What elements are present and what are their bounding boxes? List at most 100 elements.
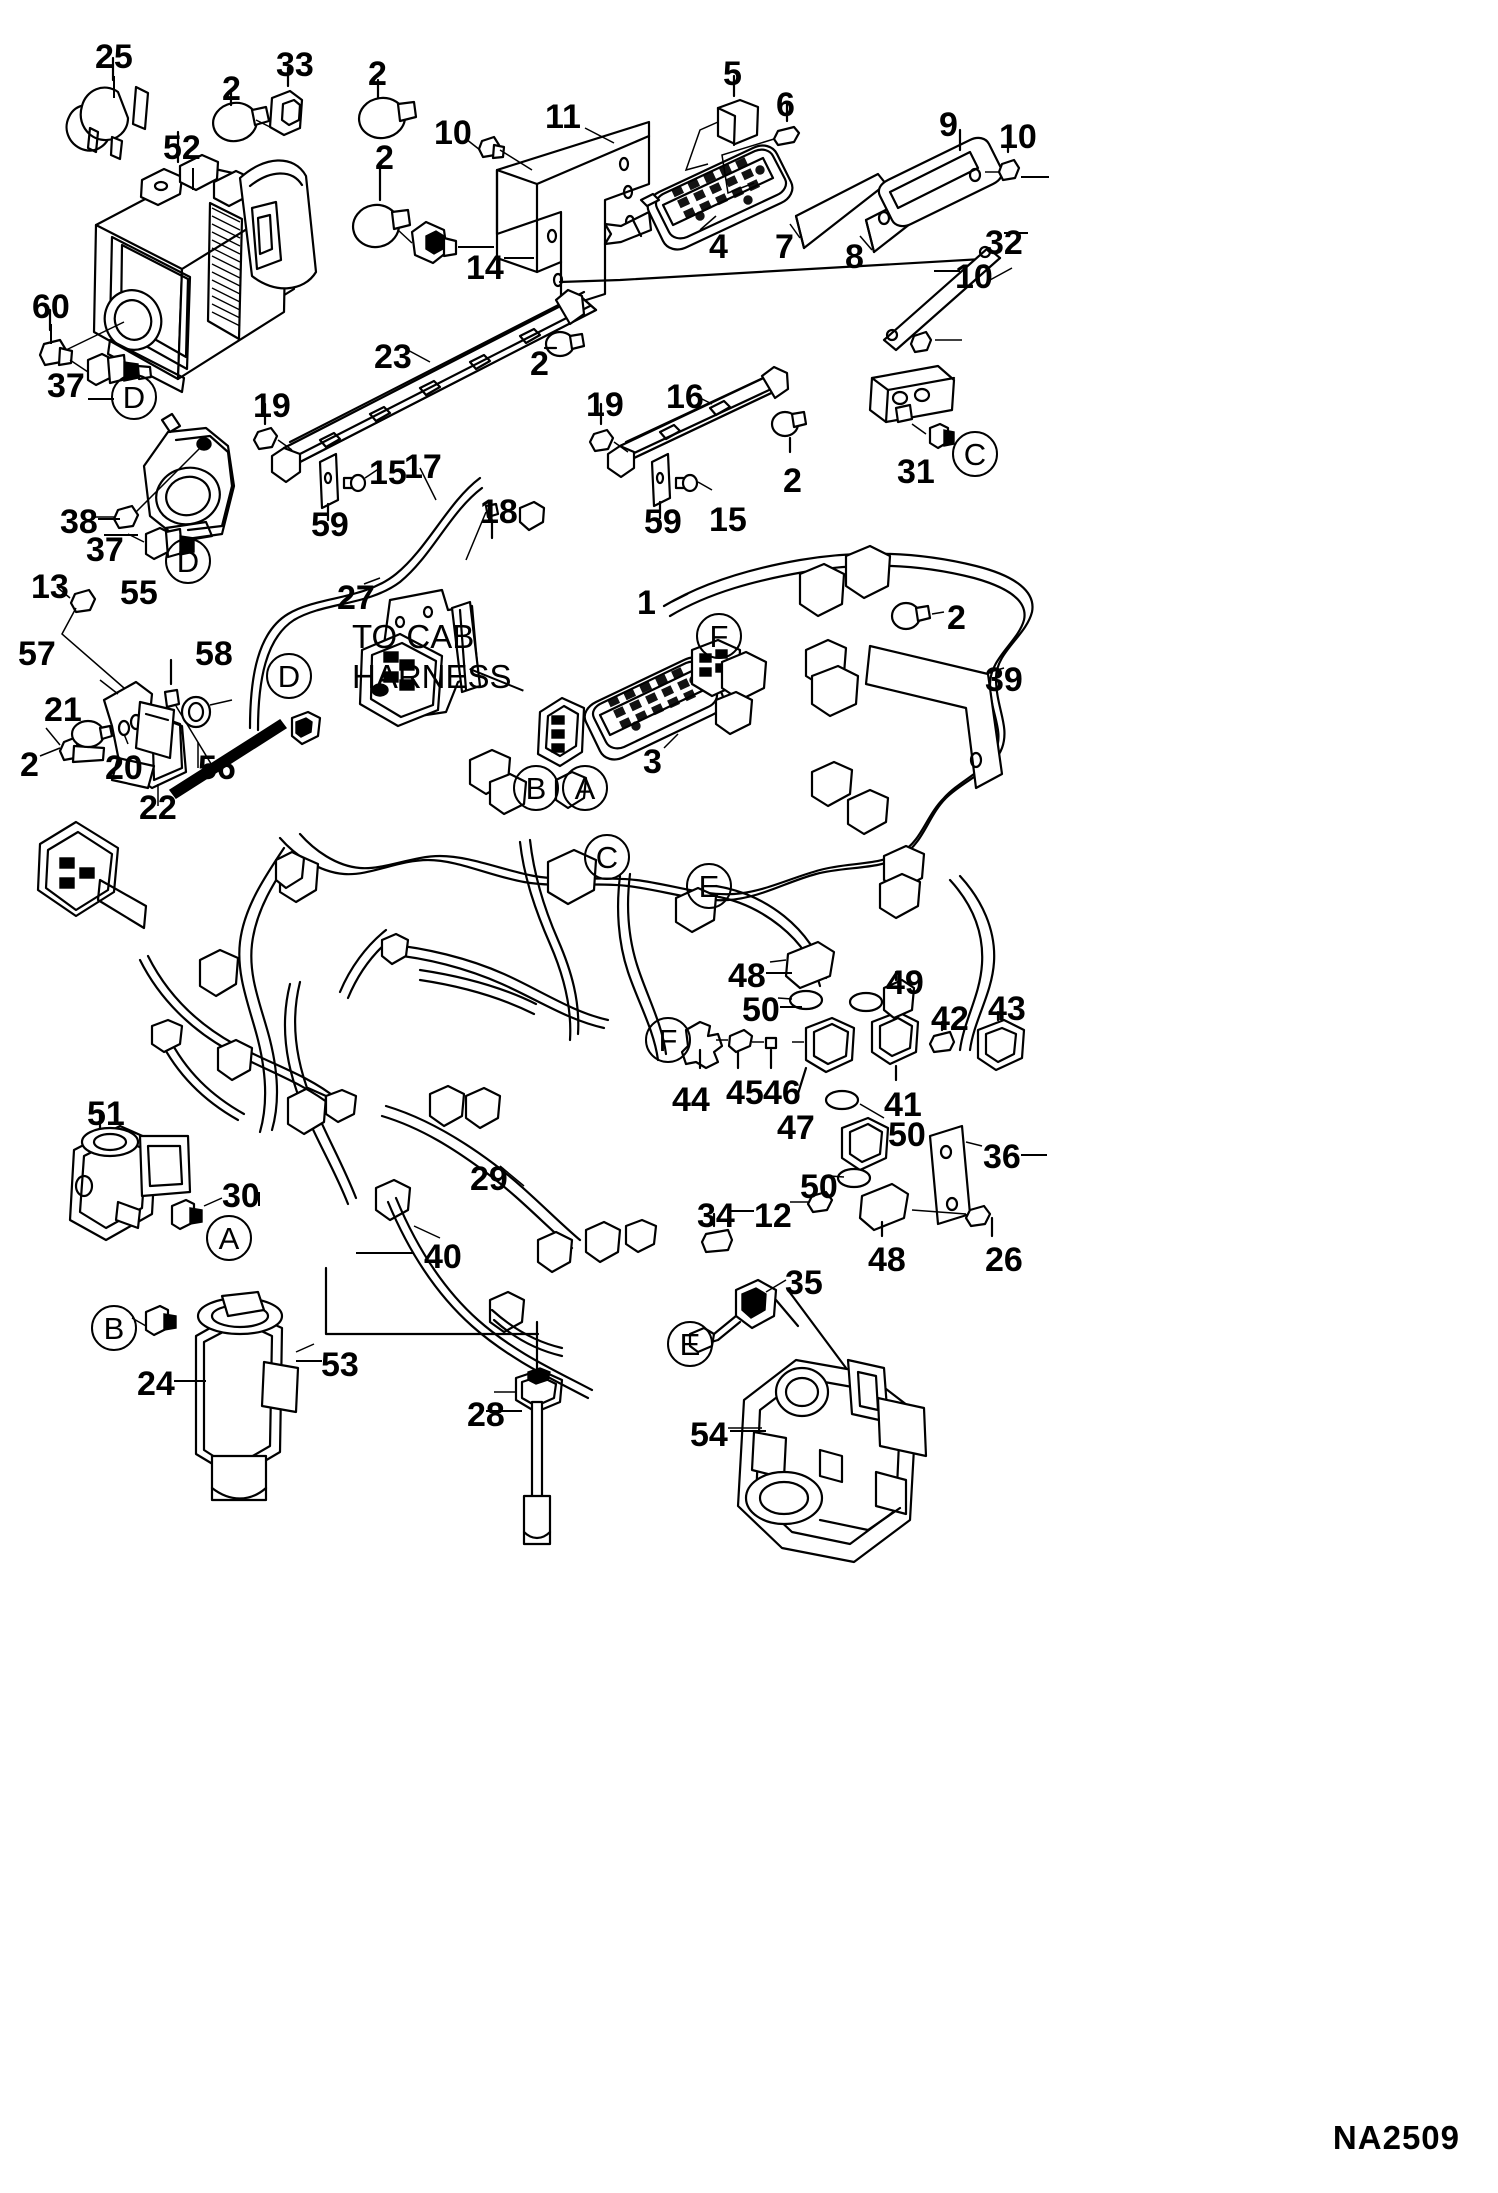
ref-letter: A [218, 1220, 240, 1256]
callout-33: 33 [276, 46, 314, 84]
callout-50-b: 50 [888, 1116, 926, 1154]
callout-24: 24 [137, 1365, 175, 1403]
note-line-1: TO CAB [352, 618, 475, 655]
callout-1: 1 [637, 584, 656, 622]
callout-21: 21 [44, 691, 82, 729]
callout-60: 60 [32, 288, 70, 326]
ref-circle-A-2: A [206, 1215, 252, 1261]
callout-4: 4 [709, 228, 728, 266]
leader-30 [258, 1192, 260, 1206]
ref-circle-E-1: E [686, 863, 732, 909]
callout-11: 11 [545, 98, 581, 136]
callout-19-a: 19 [253, 387, 291, 425]
callout-26: 26 [985, 1241, 1023, 1279]
callout-53: 53 [321, 1346, 359, 1384]
callout-2-a: 2 [222, 70, 241, 108]
part-9-panel-cover [877, 128, 1021, 228]
callout-34: 34 [697, 1197, 735, 1235]
callout-15-a: 15 [369, 454, 407, 492]
callout-44: 44 [672, 1081, 710, 1119]
callout-17: 17 [404, 448, 442, 486]
callout-2-c: 2 [375, 139, 394, 177]
ref-letter: E [679, 1326, 701, 1362]
part-23-rail [252, 288, 598, 522]
part-20-22-56 [39, 700, 288, 806]
callout-49: 49 [886, 964, 924, 1002]
callout-30: 30 [222, 1177, 260, 1215]
callout-8: 8 [845, 238, 864, 276]
part-57-bolt [45, 727, 106, 764]
callout-50-a: 50 [742, 991, 780, 1029]
callout-58: 58 [195, 635, 233, 673]
callout-37-a: 37 [47, 367, 85, 405]
callout-10-b: 10 [999, 118, 1037, 156]
callout-25: 25 [95, 38, 133, 76]
part-28-sender [324, 1266, 564, 1546]
ref-letter: D [176, 543, 200, 579]
ref-circle-C-1: C [952, 431, 998, 477]
callout-42: 42 [931, 1000, 969, 1038]
leader-37b [104, 534, 138, 536]
ref-circle-F-2: F [645, 1017, 691, 1063]
harness-connectors [36, 544, 1005, 1334]
part-pigtail-d3 [248, 476, 546, 746]
callout-59-a: 59 [311, 506, 349, 544]
callout-2-g: 2 [20, 746, 39, 784]
ref-circle-B-1: B [513, 765, 559, 811]
ref-letter: D [277, 658, 301, 694]
callout-13: 13 [31, 568, 69, 606]
callout-19-b: 19 [586, 386, 624, 424]
callout-48-b: 48 [868, 1241, 906, 1279]
part-6-fuse [721, 100, 801, 195]
leader-34 [730, 1210, 754, 1212]
callout-12: 12 [754, 1197, 792, 1235]
leader-50a [780, 1006, 802, 1008]
callout-2-e: 2 [783, 462, 802, 500]
callout-43: 43 [988, 990, 1026, 1028]
leader-25 [113, 76, 115, 98]
callout-50-c: 50 [800, 1168, 838, 1206]
callout-2-b: 2 [368, 55, 387, 93]
part-60-bolt [38, 308, 125, 367]
parts-29-40-tails [386, 1165, 658, 1400]
callout-3: 3 [643, 743, 662, 781]
callout-46: 46 [763, 1074, 801, 1112]
callout-16: 16 [666, 378, 704, 416]
callout-38: 38 [60, 503, 98, 541]
part-51-motor [68, 1112, 223, 1242]
callout-10-a: 10 [434, 114, 472, 152]
callout-31: 31 [897, 453, 935, 491]
callout-5: 5 [723, 55, 742, 93]
callout-37-b: 37 [86, 531, 124, 569]
callout-45: 45 [726, 1074, 764, 1112]
callout-55: 55 [120, 574, 158, 612]
ref-circle-D-1: D [111, 374, 157, 420]
part-53-filter [131, 1290, 315, 1502]
part-2-tie-strap-b [357, 78, 418, 140]
part-58-grommet [180, 695, 233, 729]
ref-circle-F-1: F [696, 613, 742, 659]
ref-circle-C-2: C [584, 834, 630, 880]
leader-36 [1021, 1154, 1047, 1156]
leader-10b [1021, 176, 1049, 178]
callout-29: 29 [470, 1160, 508, 1198]
part-11-bracket [465, 120, 1002, 310]
callout-36: 36 [983, 1138, 1021, 1176]
callout-14: 14 [466, 249, 504, 287]
part-18-pin [465, 502, 500, 561]
ref-circle-B-2: B [91, 1305, 137, 1351]
callout-35: 35 [785, 1264, 823, 1302]
leader-52 [192, 168, 194, 190]
callout-54: 54 [690, 1416, 728, 1454]
callout-2-d: 2 [530, 345, 549, 383]
ref-letter: B [525, 770, 547, 806]
ref-letter: D [122, 379, 146, 415]
part-3-fuse-panel [536, 638, 742, 768]
ref-letter: B [103, 1310, 125, 1346]
part-16-rail [588, 365, 808, 520]
ref-circle-E-2: E [667, 1321, 713, 1367]
part-27-motor [358, 577, 444, 728]
callout-20: 20 [105, 749, 143, 787]
